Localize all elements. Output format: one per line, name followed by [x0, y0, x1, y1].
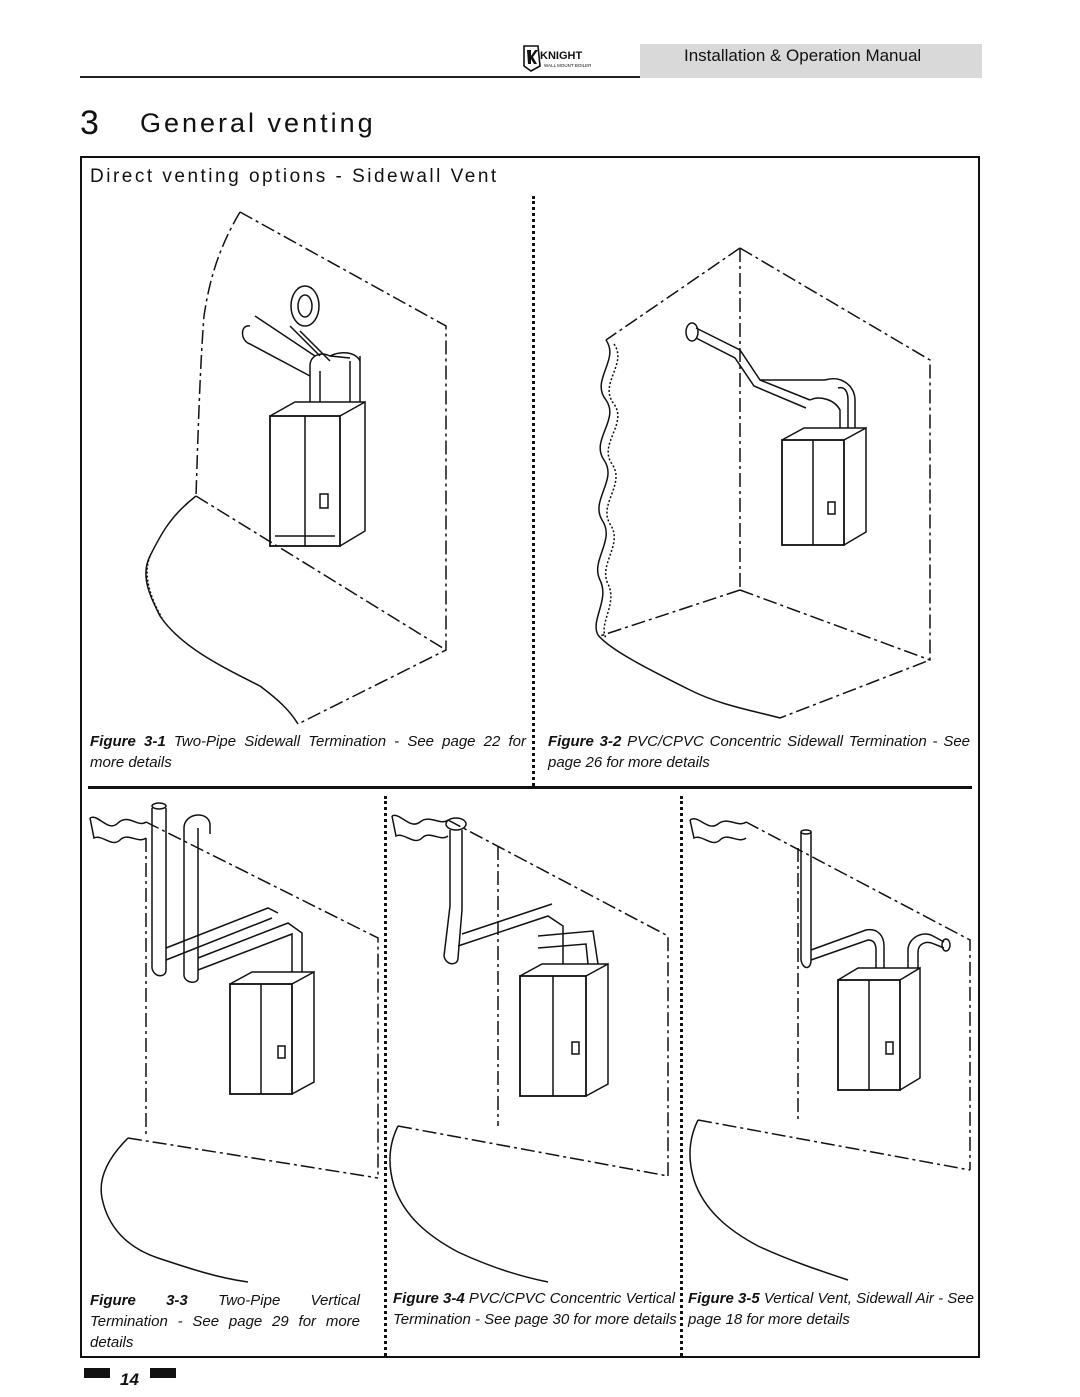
- svg-text:WALL MOUNT BOILER: WALL MOUNT BOILER: [544, 63, 592, 68]
- section-title: General venting: [140, 108, 376, 138]
- dotted-separator: [384, 796, 387, 1356]
- header-rule: [80, 76, 640, 78]
- figure-3-3-caption: Figure 3-3 Two-Pipe Vertical Termination…: [90, 1290, 360, 1353]
- figure-3-1-caption: Figure 3-1 Two-Pipe Sidewall Termination…: [90, 731, 526, 773]
- section-divider: [88, 786, 972, 789]
- dotted-separator: [532, 196, 535, 786]
- figure-3-2-caption: Figure 3-2 PVC/CPVC Concentric Sidewall …: [548, 731, 970, 773]
- page-number-bar-right: [150, 1368, 176, 1378]
- figure-3-2-text: PVC/CPVC Concentric Sidewall Termination…: [548, 733, 971, 771]
- svg-text:KNIGHT: KNIGHT: [540, 50, 582, 62]
- dotted-separator: [680, 796, 683, 1356]
- page-number-bar-left: [84, 1368, 110, 1378]
- manual-title: Installation & Operation Manual: [684, 46, 922, 65]
- figure-3-5-caption: Figure 3-5 Vertical Vent, Sidewall Air -…: [688, 1288, 980, 1330]
- figure-3-5-label: Figure 3-5: [688, 1290, 760, 1307]
- figure-3-5-illustration: [688, 810, 972, 1284]
- figure-3-3-text: Two-Pipe Vertical Termination - See page…: [90, 1292, 361, 1351]
- section-number: 3: [80, 104, 99, 142]
- header-bar: [640, 44, 982, 78]
- knight-logo: KNIGHT WALL MOUNT BOILER: [522, 44, 602, 72]
- figure-3-2-label: Figure 3-2: [548, 733, 622, 750]
- page-number: 14: [120, 1370, 139, 1389]
- figure-3-1-label: Figure 3-1: [90, 733, 166, 750]
- figure-3-3-illustration: [88, 798, 382, 1284]
- figure-3-3-label: Figure 3-3: [90, 1292, 188, 1309]
- figure-3-1-text: Two-Pipe Sidewall Termination - See page…: [90, 733, 527, 771]
- figure-3-4-illustration: [388, 806, 678, 1284]
- figure-frame: [80, 156, 980, 1358]
- figure-3-1-illustration: [140, 206, 470, 726]
- figure-3-2-illustration: [570, 240, 970, 720]
- figure-3-4-text: PVC/CPVC Concentric Vertical Termination…: [393, 1290, 677, 1328]
- figure-3-4-label: Figure 3-4: [393, 1290, 465, 1307]
- figure-3-5-text: Vertical Vent, Sidewall Air - See page 1…: [688, 1290, 974, 1328]
- figure-3-4-caption: Figure 3-4 PVC/CPVC Concentric Vertical …: [393, 1288, 677, 1330]
- subsection-title: Direct venting options - Sidewall Vent: [90, 166, 499, 187]
